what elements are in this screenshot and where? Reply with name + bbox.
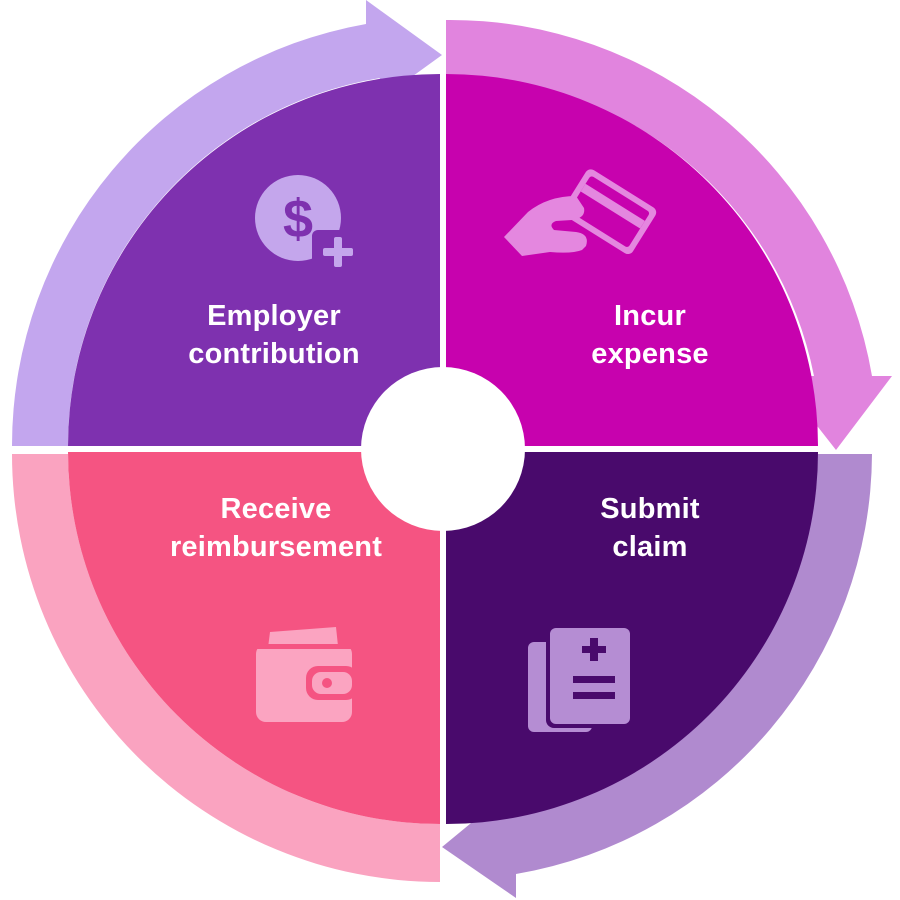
svg-text:$: $ [283, 189, 313, 249]
employer-segment [68, 74, 440, 446]
claim-label-line1: Submit [600, 493, 700, 525]
reimburse-segment [68, 452, 440, 824]
expense-label-line2: expense [591, 338, 709, 370]
employer-contribution-label: Employer contribution [134, 297, 414, 373]
reimburse-label-line2: reimbursement [169, 531, 383, 563]
reimburse-label-line1: Receive [220, 493, 332, 525]
claim-arrow [442, 454, 872, 898]
claim-label-line2: claim [612, 531, 688, 563]
employer-label-line1: Employer [207, 300, 341, 332]
receive-reimbursement-label: Receive reimbursement [136, 490, 416, 566]
center-hub [361, 367, 525, 531]
submit-claim-label: Submit claim [510, 490, 790, 566]
employer-label-line2: contribution [188, 338, 360, 370]
documents-icon [528, 624, 634, 732]
expense-segment [446, 74, 818, 446]
expense-label-line1: Incur [614, 300, 686, 332]
dollar-plus-icon: $ [255, 175, 356, 274]
expense-arrow [446, 19, 892, 450]
wallet-icon [256, 627, 358, 722]
incur-expense-label: Incur expense [510, 297, 790, 373]
reimburse-arrow [12, 454, 440, 882]
employer-arrow [11, 0, 443, 446]
hand-card-icon [504, 169, 657, 256]
